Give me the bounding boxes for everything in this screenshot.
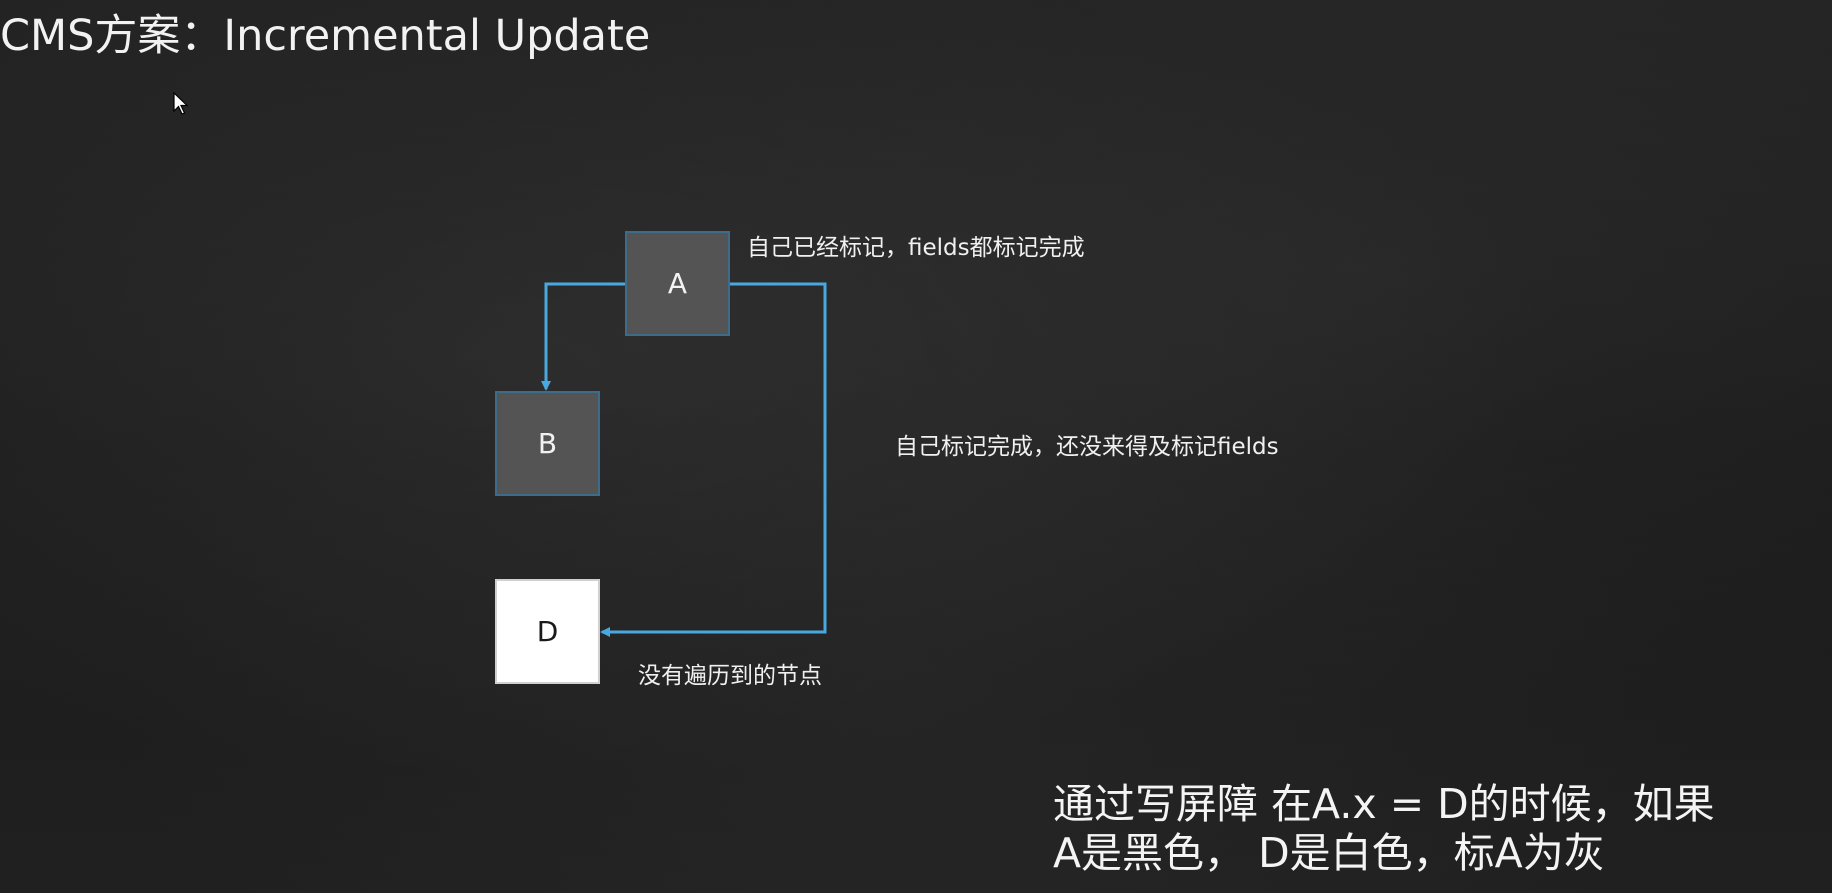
- node-b-note: 自己标记完成，还没来得及标记fields: [895, 434, 1279, 460]
- explanation-line-2: A是黑色， D是白色，标A为灰: [1053, 829, 1605, 877]
- explanation-line-1: 通过写屏障 在A.x = D的时候，如果: [1053, 780, 1715, 828]
- cursor-icon: [173, 92, 189, 115]
- node-a: A: [625, 231, 730, 336]
- node-b-label: B: [537, 427, 558, 460]
- explanation-text: 通过写屏障 在A.x = D的时候，如果 A是黑色， D是白色，标A为灰: [1053, 780, 1715, 878]
- node-a-note: 自己已经标记，fields都标记完成: [747, 235, 1085, 261]
- page-title: CMS方案：Incremental Update: [0, 11, 651, 61]
- node-d-note: 没有遍历到的节点: [638, 663, 822, 689]
- node-d-label: D: [536, 615, 559, 648]
- node-d: D: [495, 579, 600, 684]
- node-b: B: [495, 391, 600, 496]
- node-a-label: A: [667, 267, 688, 300]
